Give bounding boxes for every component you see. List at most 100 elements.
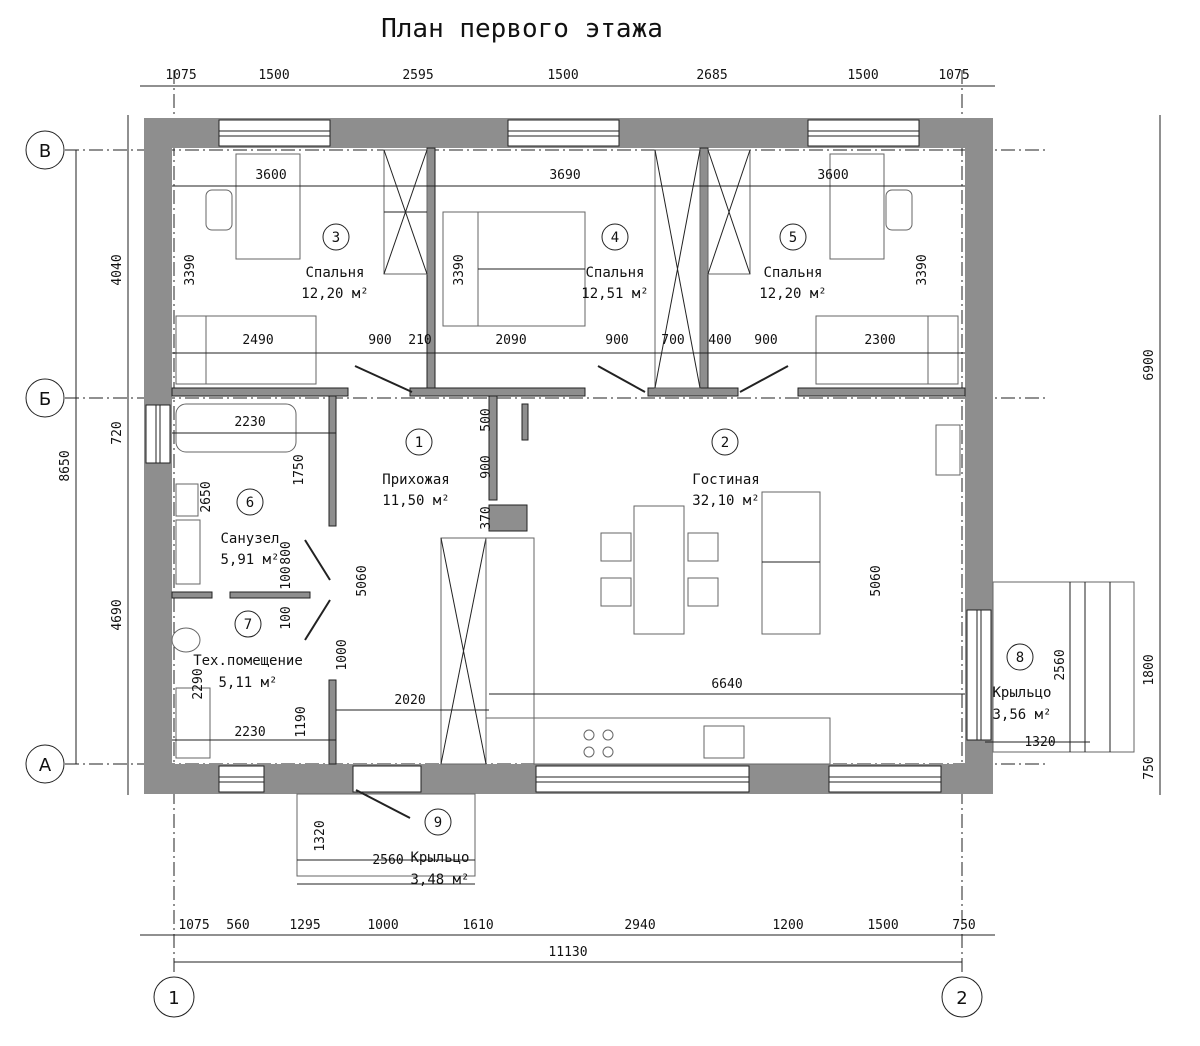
- svg-text:4: 4: [611, 230, 619, 246]
- svg-text:500: 500: [479, 408, 494, 431]
- svg-text:5060: 5060: [355, 565, 370, 596]
- svg-text:5: 5: [789, 230, 797, 246]
- svg-text:1: 1: [415, 435, 423, 451]
- svg-text:3,48 м²: 3,48 м²: [410, 872, 469, 888]
- svg-text:2020: 2020: [394, 693, 425, 708]
- svg-text:1000: 1000: [335, 639, 350, 670]
- svg-text:1500: 1500: [847, 68, 878, 83]
- svg-text:4040: 4040: [110, 254, 125, 285]
- svg-text:100: 100: [279, 566, 294, 589]
- svg-text:6: 6: [246, 495, 254, 511]
- svg-text:400: 400: [708, 333, 731, 348]
- svg-text:5,91 м²: 5,91 м²: [220, 552, 279, 568]
- svg-text:1000: 1000: [367, 918, 398, 933]
- svg-text:3: 3: [332, 230, 340, 246]
- svg-text:1800: 1800: [1142, 654, 1157, 685]
- svg-text:6900: 6900: [1142, 349, 1157, 380]
- svg-text:8650: 8650: [58, 450, 73, 481]
- svg-text:Спальня: Спальня: [763, 265, 822, 281]
- svg-text:5,11 м²: 5,11 м²: [218, 675, 277, 691]
- svg-text:700: 700: [661, 333, 684, 348]
- svg-text:1: 1: [168, 988, 179, 1009]
- svg-text:Спальня: Спальня: [585, 265, 644, 281]
- svg-text:А: А: [39, 755, 52, 776]
- svg-text:2230: 2230: [234, 415, 265, 430]
- svg-text:750: 750: [1142, 756, 1157, 779]
- svg-text:210: 210: [408, 333, 431, 348]
- svg-text:3390: 3390: [915, 254, 930, 285]
- svg-text:2300: 2300: [864, 333, 895, 348]
- axis-marker-1: 1: [153, 976, 195, 1018]
- doors: [304, 365, 789, 819]
- svg-text:370: 370: [479, 506, 494, 529]
- svg-text:1500: 1500: [258, 68, 289, 83]
- svg-text:2560: 2560: [1053, 649, 1068, 680]
- svg-text:2090: 2090: [495, 333, 526, 348]
- dims-top: 1075 1500 2595 1500 2685 1500 1075: [165, 68, 969, 83]
- svg-text:6640: 6640: [711, 677, 742, 692]
- window-openings: [145, 119, 992, 793]
- svg-text:Крыльцо: Крыльцо: [410, 850, 469, 866]
- axis-marker-b: Б: [25, 378, 65, 418]
- svg-text:900: 900: [368, 333, 391, 348]
- room-label-5: 5 Спальня 12,20 м²: [759, 223, 827, 302]
- svg-text:Прихожая: Прихожая: [382, 472, 449, 488]
- room-label-4: 4 Спальня 12,51 м²: [581, 223, 649, 302]
- svg-text:7: 7: [244, 617, 252, 633]
- svg-text:2650: 2650: [199, 481, 214, 512]
- svg-text:3600: 3600: [255, 168, 286, 183]
- svg-text:1320: 1320: [1024, 735, 1055, 750]
- axis-marker-2: 2: [941, 976, 983, 1018]
- svg-text:100: 100: [279, 606, 294, 629]
- svg-text:3,56 м²: 3,56 м²: [992, 707, 1051, 723]
- svg-text:11130: 11130: [548, 945, 587, 960]
- svg-text:2490: 2490: [242, 333, 273, 348]
- svg-text:560: 560: [226, 918, 249, 933]
- svg-text:32,10 м²: 32,10 м²: [692, 493, 759, 509]
- axis-marker-a: А: [25, 744, 65, 784]
- furniture: [171, 149, 1135, 877]
- dimension-lines: [75, 85, 1161, 963]
- interior-walls: [171, 147, 966, 765]
- svg-text:2: 2: [721, 435, 729, 451]
- svg-text:Тех.помещение: Тех.помещение: [193, 653, 303, 669]
- svg-text:1190: 1190: [294, 706, 309, 737]
- dims-bottom: 1075 560 1295 1000 1610 2940 1200 1500 7…: [178, 918, 975, 960]
- svg-text:В: В: [39, 141, 51, 162]
- svg-text:1500: 1500: [547, 68, 578, 83]
- axis-marker-v: В: [25, 130, 65, 170]
- svg-text:Гостиная: Гостиная: [692, 472, 759, 488]
- dims-inner: 3600 3690 3600 3390 3390 3390 2490 900 2…: [183, 168, 1068, 868]
- svg-text:Санузел: Санузел: [220, 531, 279, 547]
- svg-text:12,20 м²: 12,20 м²: [301, 286, 368, 302]
- svg-text:9: 9: [434, 815, 442, 831]
- svg-text:5060: 5060: [869, 565, 884, 596]
- svg-text:800: 800: [279, 541, 294, 564]
- svg-text:Спальня: Спальня: [305, 265, 364, 281]
- svg-text:1075: 1075: [938, 68, 969, 83]
- room-label-6: 6 Санузел 5,91 м²: [220, 488, 280, 568]
- dims-left: 4040 720 4690 8650: [58, 254, 125, 630]
- svg-text:2290: 2290: [191, 668, 206, 699]
- svg-text:900: 900: [479, 455, 494, 478]
- svg-text:12,51 м²: 12,51 м²: [581, 286, 648, 302]
- svg-text:4690: 4690: [110, 599, 125, 630]
- svg-text:2560: 2560: [372, 853, 403, 868]
- svg-text:1320: 1320: [313, 820, 328, 851]
- svg-text:2: 2: [956, 988, 967, 1009]
- svg-text:1295: 1295: [289, 918, 320, 933]
- room-label-1: 1 Прихожая 11,50 м²: [382, 428, 450, 509]
- svg-text:1500: 1500: [867, 918, 898, 933]
- svg-text:1075: 1075: [165, 68, 196, 83]
- svg-text:1750: 1750: [292, 454, 307, 485]
- svg-text:900: 900: [754, 333, 777, 348]
- svg-text:11,50 м²: 11,50 м²: [382, 493, 449, 509]
- svg-text:1610: 1610: [462, 918, 493, 933]
- plan-title: План первого этажа: [381, 14, 663, 44]
- svg-text:8: 8: [1016, 650, 1024, 666]
- svg-text:2685: 2685: [696, 68, 727, 83]
- svg-text:Б: Б: [39, 389, 51, 410]
- room-label-8: 8 Крыльцо 3,56 м²: [992, 643, 1052, 723]
- svg-text:3390: 3390: [452, 254, 467, 285]
